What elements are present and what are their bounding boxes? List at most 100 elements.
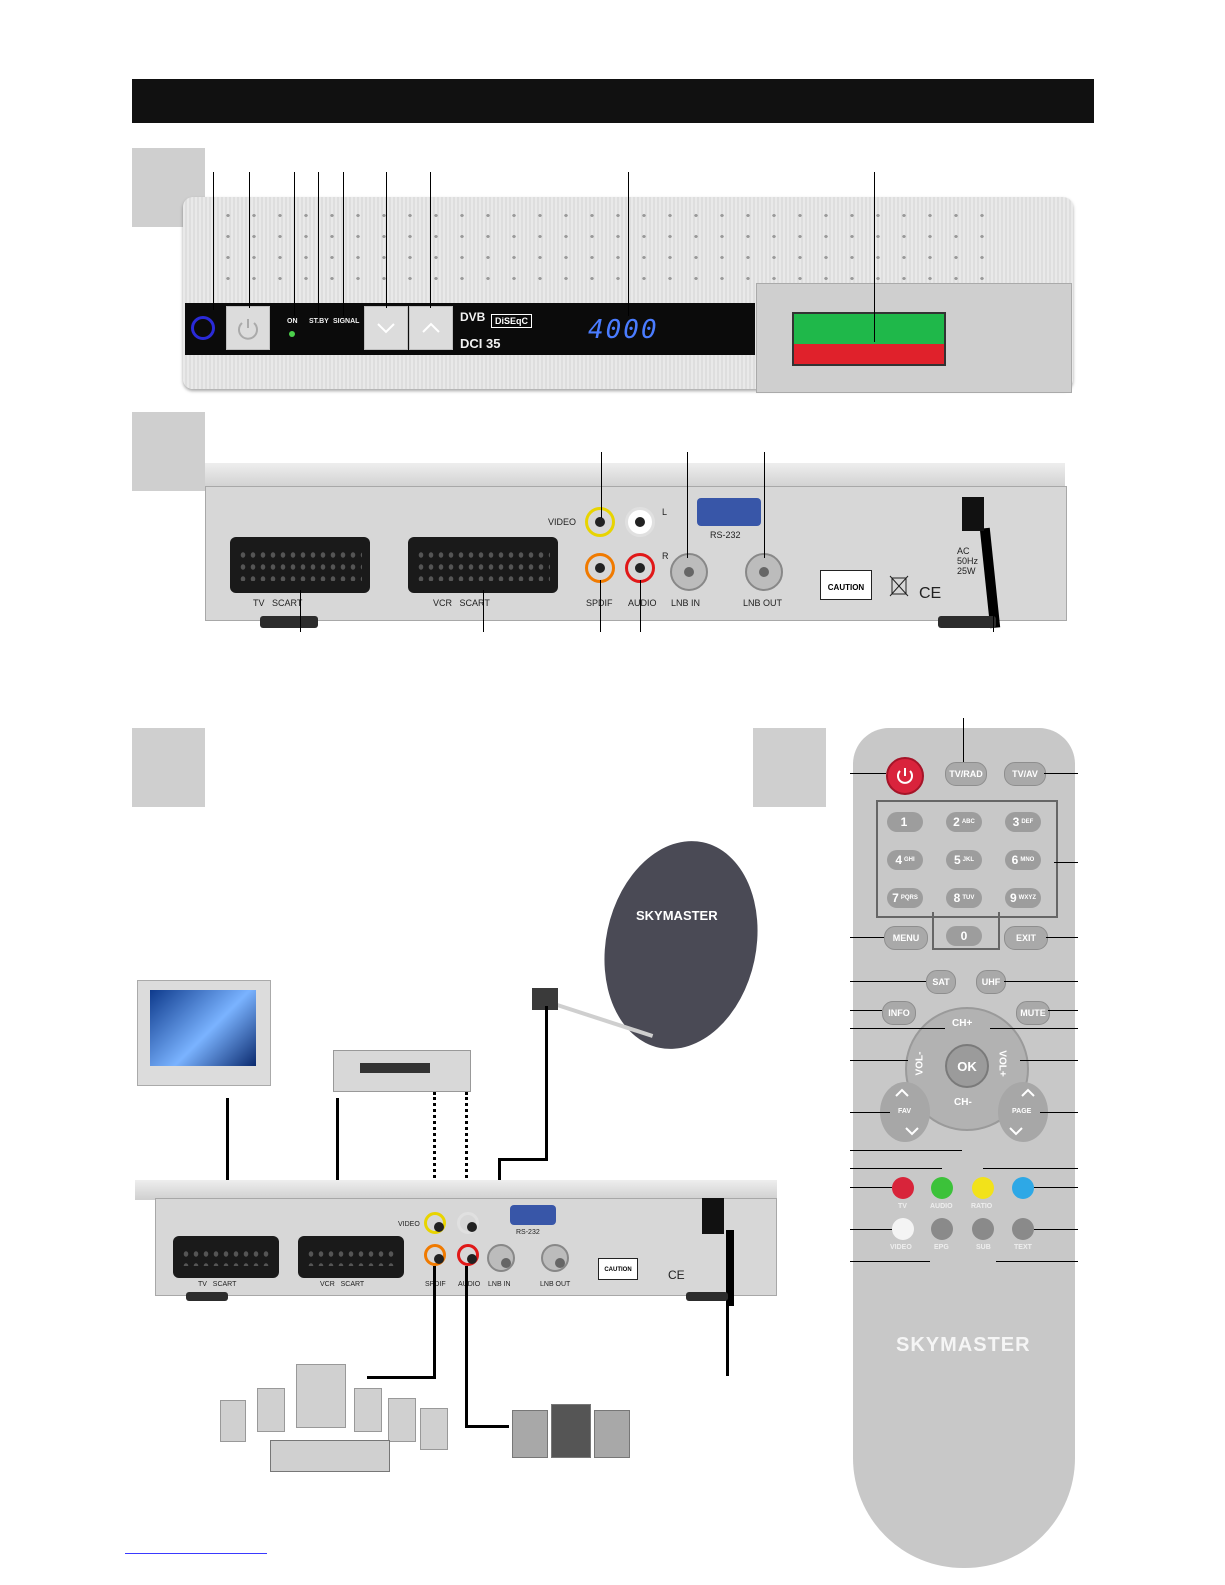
subwoofer [296,1364,346,1428]
diseqc-logo: DiSEqC [491,314,533,328]
diagram-tv-scart [173,1236,279,1278]
callout-line [983,1168,1078,1169]
mute-button[interactable]: MUTE [1016,1001,1050,1025]
power-spec-ac: AC [957,546,970,556]
callout-line [1004,981,1078,982]
speaker [354,1388,382,1432]
vcr-scart-connector [408,537,558,593]
callout-line [850,937,884,938]
callout-line [850,1187,892,1188]
tv-screen [150,990,256,1066]
lnb-in-label: LNB IN [671,598,701,608]
menu-button[interactable]: MENU [884,926,928,950]
text-button[interactable] [1012,1218,1034,1240]
page-rocker[interactable]: PAGE [998,1082,1048,1142]
footer-link-underline[interactable] [125,1553,267,1554]
diagram-vcr-scart-label: VCR SCART [320,1281,365,1288]
audio-right-label: R [662,551,669,561]
standby-button[interactable] [226,306,270,350]
sub-button[interactable] [972,1218,994,1240]
section-marker-remote [753,728,826,807]
tv-av-button[interactable]: TV/AV [1004,762,1046,786]
num-8-digit: 8 [953,891,961,905]
green-button[interactable] [931,1177,953,1199]
callout-line [850,1028,945,1029]
diagram-lnb-out-label: LNB OUT [540,1281,571,1288]
audio-right-connector [625,553,655,583]
callout-line [430,172,431,308]
num-7-digit: 7 [892,891,899,905]
info-button[interactable]: INFO [882,1001,916,1025]
dvb-logo: DVB [460,310,486,324]
diagram-audio-right-connector [457,1244,479,1266]
num-0-button[interactable]: 0 [946,926,982,946]
callout-line [850,1261,930,1262]
epg-button-label: EPG [934,1244,949,1251]
callout-line [850,1150,962,1151]
exit-button[interactable]: EXIT [1004,926,1048,950]
epg-button[interactable] [931,1218,953,1240]
num-3-digit: 3 [1012,815,1020,829]
ch-up-button[interactable]: CH+ [952,1018,973,1029]
power-spec-watts: 25W [957,566,976,576]
callout-line [996,1261,1078,1262]
audio-dotted-cable [465,1092,468,1214]
remote-power-button[interactable] [886,757,924,795]
vol-up-button[interactable]: VOL+ [996,1050,1008,1077]
ch-down-button[interactable]: CH- [954,1097,972,1108]
callout-line [1054,862,1078,863]
front-display: 4000 [588,315,659,345]
callout-line [600,580,601,632]
vol-down-button[interactable]: VOL- [914,1051,926,1076]
audio-label: AUDIO [628,598,657,608]
speaker [257,1388,285,1432]
channel-up-button[interactable] [409,306,453,350]
tv-rad-button[interactable]: TV/RAD [945,762,987,786]
section-marker-rear [132,412,205,491]
num-1-button[interactable]: 1 [887,812,923,832]
diagram-power-plug [702,1198,724,1234]
diagram-rear-top [135,1180,777,1200]
chevron-up-icon [895,1088,909,1097]
num-4-digit: 4 [895,853,902,867]
sat-button[interactable]: SAT [926,970,956,994]
callout-line [213,172,214,310]
diagram-video-connector [424,1212,446,1234]
model-name: DCI 35 [460,336,501,351]
caution-sticker: CAUTION [820,570,872,600]
num-2-letters: ABC [961,819,975,825]
vcr-tape-slot [360,1063,430,1073]
lnb-out-connector [745,553,783,591]
callout-line [640,580,641,632]
ok-button[interactable]: OK [945,1044,989,1088]
yellow-button[interactable] [972,1177,994,1199]
video-button-label: VIDEO [890,1244,912,1251]
video-button[interactable] [892,1218,914,1240]
diagram-spdif-connector [424,1244,446,1266]
dish-brand: SKYMASTER [636,908,718,923]
chevron-up-icon [422,322,440,333]
uhf-button[interactable]: UHF [976,970,1006,994]
red-button[interactable] [892,1177,914,1199]
hifi-speaker-right [594,1410,630,1458]
callout-line [294,172,295,316]
blue-button[interactable] [1012,1177,1034,1199]
lnb-head [532,988,558,1010]
section-marker-connection [132,728,205,807]
callout-line [1044,773,1078,774]
channel-down-button[interactable] [364,306,408,350]
video-label: VIDEO [548,517,577,527]
num-0-digit: 0 [960,929,968,943]
callout-line [1034,1229,1078,1230]
speaker [388,1398,416,1442]
diagram-rs232-label: RS-232 [516,1229,540,1236]
front-control-strip [185,303,755,355]
